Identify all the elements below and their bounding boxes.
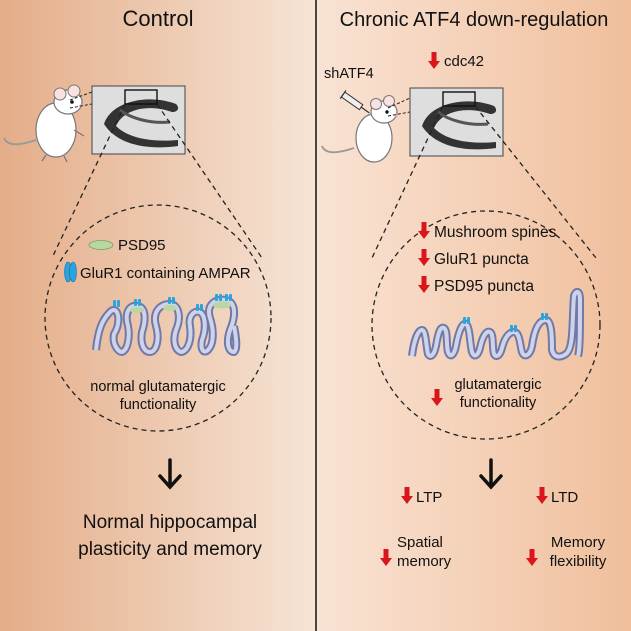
flex-line2: flexibility <box>550 553 607 570</box>
left-description-line1: normal glutamatergic <box>90 379 225 395</box>
control-dendrite <box>92 294 241 356</box>
decrease-glur1-puncta: GluR1 puncta <box>434 251 529 268</box>
left-outcome-line2: plasticity and memory <box>78 539 262 560</box>
right-description-line2: functionality <box>460 395 537 411</box>
spatial-line1: Spatial <box>397 534 443 551</box>
right-zoom-circle <box>371 210 601 440</box>
mouse-icon <box>3 84 85 163</box>
ltp-label: LTP <box>416 489 442 506</box>
right-title: Chronic ATF4 down-regulation <box>340 9 609 31</box>
decrease-psd95-puncta: PSD95 puncta <box>434 278 534 295</box>
left-result-arrow <box>158 458 182 490</box>
right-result-arrow <box>479 458 503 490</box>
flex-line1: Memory <box>551 534 606 551</box>
decrease-mushroom-spines: Mushroom spines <box>434 224 557 241</box>
left-outcome-line1: Normal hippocampal <box>83 512 257 533</box>
left-title: Control <box>123 6 194 31</box>
psd95-label: PSD95 <box>118 237 166 254</box>
hippocampus-slice-icon <box>91 85 186 155</box>
right-description-line1: glutamatergic <box>454 377 541 393</box>
cdc42-label: cdc42 <box>444 53 484 70</box>
spatial-line2: memory <box>397 553 452 570</box>
left-description-line2: functionality <box>120 397 197 413</box>
atf4-knockdown-dendrite <box>408 287 584 361</box>
hippocampus-slice-icon <box>409 87 504 157</box>
syringe-icon <box>339 90 370 114</box>
mouse-icon <box>321 95 398 163</box>
psd95-legend-icon <box>88 240 114 250</box>
left-zoom-circle <box>44 204 272 432</box>
glur1-label: GluR1 containing AMPAR <box>80 265 251 282</box>
shatf4-label: shATF4 <box>324 66 374 82</box>
ltd-label: LTD <box>551 489 578 506</box>
